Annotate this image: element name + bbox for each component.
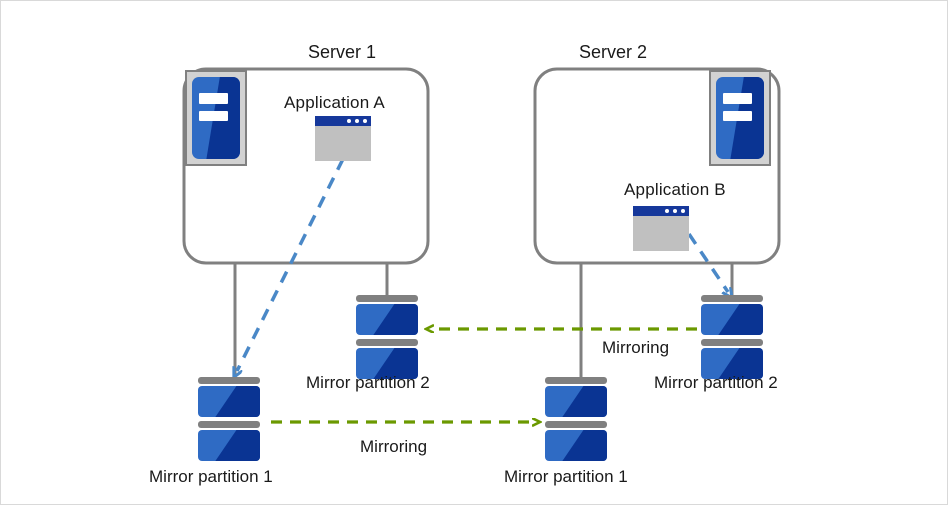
- disk-plate: [545, 430, 607, 461]
- disk-plate-shade: [562, 430, 607, 461]
- server-icon-bar-bottom: [198, 110, 229, 122]
- disk-unit: [198, 377, 260, 417]
- app-window-titlebar: [633, 206, 689, 216]
- disk-plate: [198, 386, 260, 417]
- server-icon-bar-top: [722, 93, 753, 105]
- application-b-label: Application B: [624, 180, 726, 199]
- app-window-dot: [347, 119, 351, 123]
- disk-plate-shade: [373, 304, 418, 335]
- app-window-dot: [681, 209, 685, 213]
- server-icon-body: [192, 77, 240, 159]
- app-window-dot: [355, 119, 359, 123]
- mirroring-label-bottom: Mirroring: [360, 437, 428, 456]
- app-window-titlebar: [315, 116, 371, 126]
- disk-plate: [701, 304, 763, 335]
- app-window-dot: [665, 209, 669, 213]
- s2-mirror-partition-1-label: Mirror partition 1: [504, 467, 628, 486]
- disk-cap: [701, 295, 763, 302]
- disk-plate: [356, 348, 418, 379]
- mirroring-label-top: Mirroring: [602, 338, 670, 357]
- disk-cap: [356, 295, 418, 302]
- disk-cap: [356, 339, 418, 346]
- server-icon: [185, 70, 247, 166]
- disk-icon: [198, 377, 260, 461]
- disk-unit: [701, 339, 763, 379]
- disk-cap: [198, 377, 260, 384]
- server-2-title: Server 2: [579, 42, 648, 62]
- server-1-title: Server 1: [308, 42, 377, 62]
- disk-unit: [545, 421, 607, 461]
- disk-plate: [198, 430, 260, 461]
- s1-mirror-partition-1-label: Mirror partition 1: [149, 467, 273, 486]
- server-icon: [709, 70, 771, 166]
- disk-icon: [356, 295, 418, 379]
- disk-plate: [701, 348, 763, 379]
- disk-plate-shade: [215, 430, 260, 461]
- disk-cap: [545, 377, 607, 384]
- disk-plate-shade: [562, 386, 607, 417]
- app-a-access-arrow: [237, 158, 345, 371]
- disk-unit: [545, 377, 607, 417]
- disk-icon: [545, 377, 607, 461]
- app-window-dot: [363, 119, 367, 123]
- disk-unit: [356, 295, 418, 335]
- s1-mirror-partition-2-label: Mirror partition 2: [306, 373, 430, 392]
- app-window-icon: [633, 206, 689, 251]
- app-window-icon: [315, 116, 371, 161]
- disk-plate: [545, 386, 607, 417]
- disk-unit: [356, 339, 418, 379]
- server-icon-bar-top: [198, 93, 229, 105]
- disk-plate-shade: [215, 386, 260, 417]
- disk-cap: [198, 421, 260, 428]
- application-a-label: Application A: [284, 93, 385, 112]
- disk-plate: [356, 304, 418, 335]
- disk-cap: [545, 421, 607, 428]
- app-window-dot: [673, 209, 677, 213]
- server-icon-bar-bottom: [722, 110, 753, 122]
- disk-unit: [198, 421, 260, 461]
- disk-cap: [701, 339, 763, 346]
- server-icon-body: [716, 77, 764, 159]
- s2-mirror-partition-2-label: Mirror partition 2: [654, 373, 778, 392]
- disk-plate-shade: [718, 304, 763, 335]
- disk-unit: [701, 295, 763, 335]
- disk-icon: [701, 295, 763, 379]
- app-b-access-arrow: [687, 233, 728, 292]
